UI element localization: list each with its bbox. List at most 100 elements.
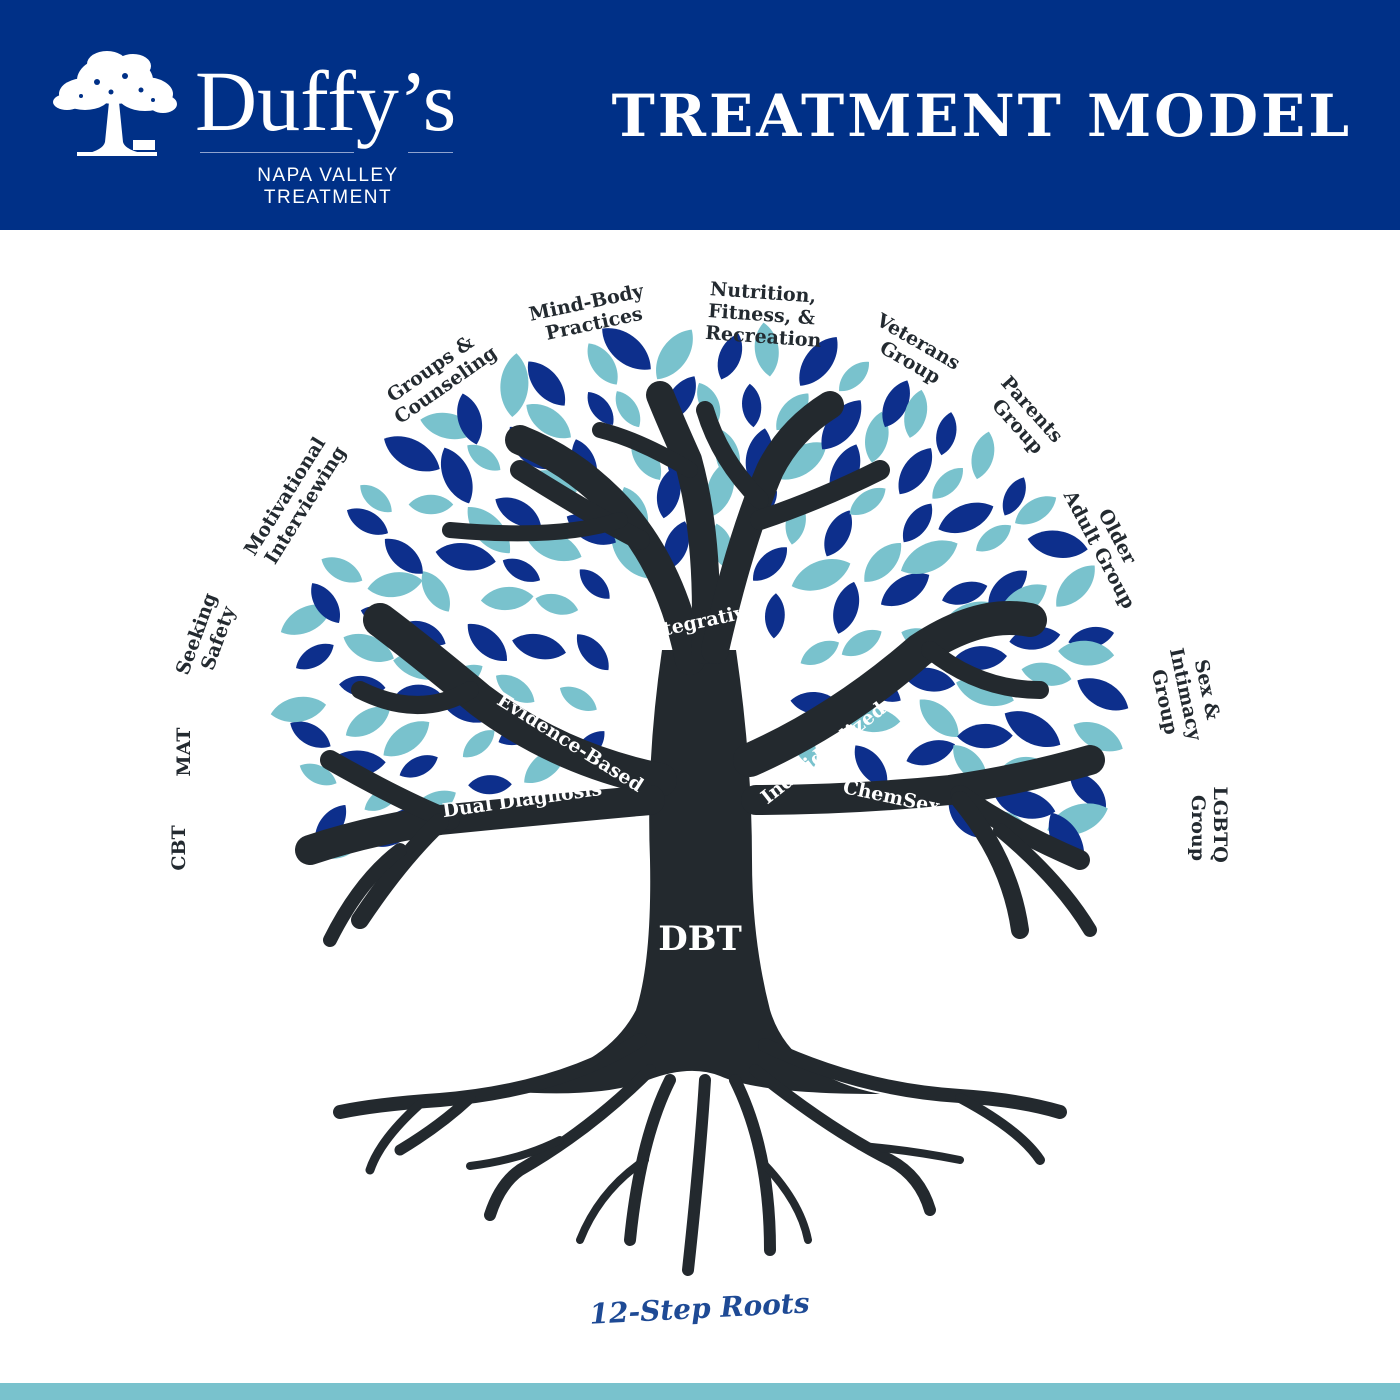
label-mat: MAT [173, 728, 195, 777]
brand-tagline: NAPA VALLEY TREATMENT [257, 165, 399, 208]
leaf [468, 775, 512, 795]
leaf [502, 558, 541, 582]
leaf [865, 411, 889, 463]
leaf [311, 583, 340, 623]
leaf [527, 361, 566, 406]
label-nutrition-fitness-recreation: Nutrition, Fitness, & Recreation [705, 278, 826, 352]
leaf [1027, 530, 1088, 558]
leaf [440, 447, 473, 504]
leaf [800, 640, 840, 665]
leaf [559, 686, 597, 711]
label-motivational-interviewing: Motivational Interviewing [240, 428, 352, 571]
leaf [799, 336, 838, 386]
leaf [587, 343, 618, 385]
leaf [839, 361, 869, 392]
leaf [919, 699, 959, 737]
header-banner: Duffy’s NAPA VALLEY TREATMENT TREATMENT … [0, 0, 1400, 230]
leaf [1004, 711, 1061, 747]
leaf [1056, 565, 1095, 607]
leaf [942, 581, 988, 605]
leaf [775, 442, 827, 480]
page-title: TREATMENT MODEL [611, 82, 1352, 150]
leaf [384, 436, 440, 472]
leaf [936, 412, 957, 456]
leaf [457, 393, 483, 445]
label-mat-line: MAT [173, 728, 195, 777]
brand-divider-right [408, 152, 453, 153]
leaf [976, 524, 1012, 552]
leaf [467, 444, 501, 471]
leaf [656, 467, 681, 519]
leaf [480, 586, 534, 611]
roots-label: 12-Step Roots [589, 1286, 811, 1330]
leaf [957, 723, 1013, 749]
label-lgbtq-group: LGBTQ Group [1187, 787, 1231, 870]
leaf [270, 696, 327, 723]
leaf [360, 485, 392, 513]
leaf [435, 543, 496, 571]
leaf [1021, 662, 1072, 686]
leaf [500, 353, 529, 417]
leaf [776, 393, 809, 431]
leaf [833, 581, 860, 634]
leaf [321, 557, 363, 583]
leaf [882, 380, 910, 428]
leaf [290, 721, 331, 748]
leaf [753, 547, 787, 581]
label-sex-intimacy-group: Sex & Intimacy Group [1143, 641, 1228, 753]
leaf [765, 593, 785, 639]
leaf [296, 643, 334, 670]
leaf [902, 503, 933, 543]
leaf [898, 448, 933, 495]
trunk-label: DBT [658, 919, 742, 959]
leaf [1002, 477, 1026, 516]
label-cbt-line: CBT [168, 825, 190, 870]
leaf [791, 559, 851, 591]
leaf [495, 674, 535, 703]
leaf [535, 593, 579, 615]
leaf [383, 721, 430, 757]
leaf [988, 570, 1028, 604]
leaf [995, 790, 1056, 819]
leaf [343, 633, 394, 662]
leaf [299, 763, 337, 786]
label-mind-body-practices: Mind-Body Practices [527, 279, 656, 348]
leaf [1077, 678, 1129, 711]
leaf [932, 468, 963, 499]
leaf [864, 543, 901, 582]
leaf [495, 497, 541, 527]
label-veterans-group: Veterans Group [861, 309, 970, 397]
leaf [1073, 722, 1123, 752]
oak-tree-logo-icon [53, 51, 177, 156]
leaf [754, 322, 779, 377]
leaf [384, 538, 423, 574]
leaf [971, 431, 995, 480]
leaf [821, 400, 862, 450]
leaf [346, 508, 389, 535]
leaf [849, 487, 886, 516]
leaf [841, 630, 882, 657]
leaf [900, 540, 958, 574]
leaf [579, 569, 610, 599]
leaf [717, 333, 743, 380]
leaf [906, 740, 955, 766]
leaf [280, 604, 332, 635]
leaf [824, 510, 853, 557]
leaf [367, 572, 423, 598]
leaf [587, 391, 614, 425]
brand-divider-left [200, 152, 354, 153]
leaf [462, 730, 495, 758]
label-seeking-safety: Seeking Safety [172, 584, 245, 686]
leaf [938, 502, 994, 534]
label-cbt: CBT [168, 825, 190, 870]
brand-name: Duffy’s [195, 53, 457, 149]
label-line: Group [1187, 795, 1209, 861]
leaf [526, 404, 571, 439]
leaf [408, 494, 454, 515]
leaf [1070, 772, 1106, 808]
leaf [1015, 496, 1057, 525]
leaf [602, 328, 651, 370]
leaf [577, 634, 609, 671]
leaf [742, 383, 762, 428]
